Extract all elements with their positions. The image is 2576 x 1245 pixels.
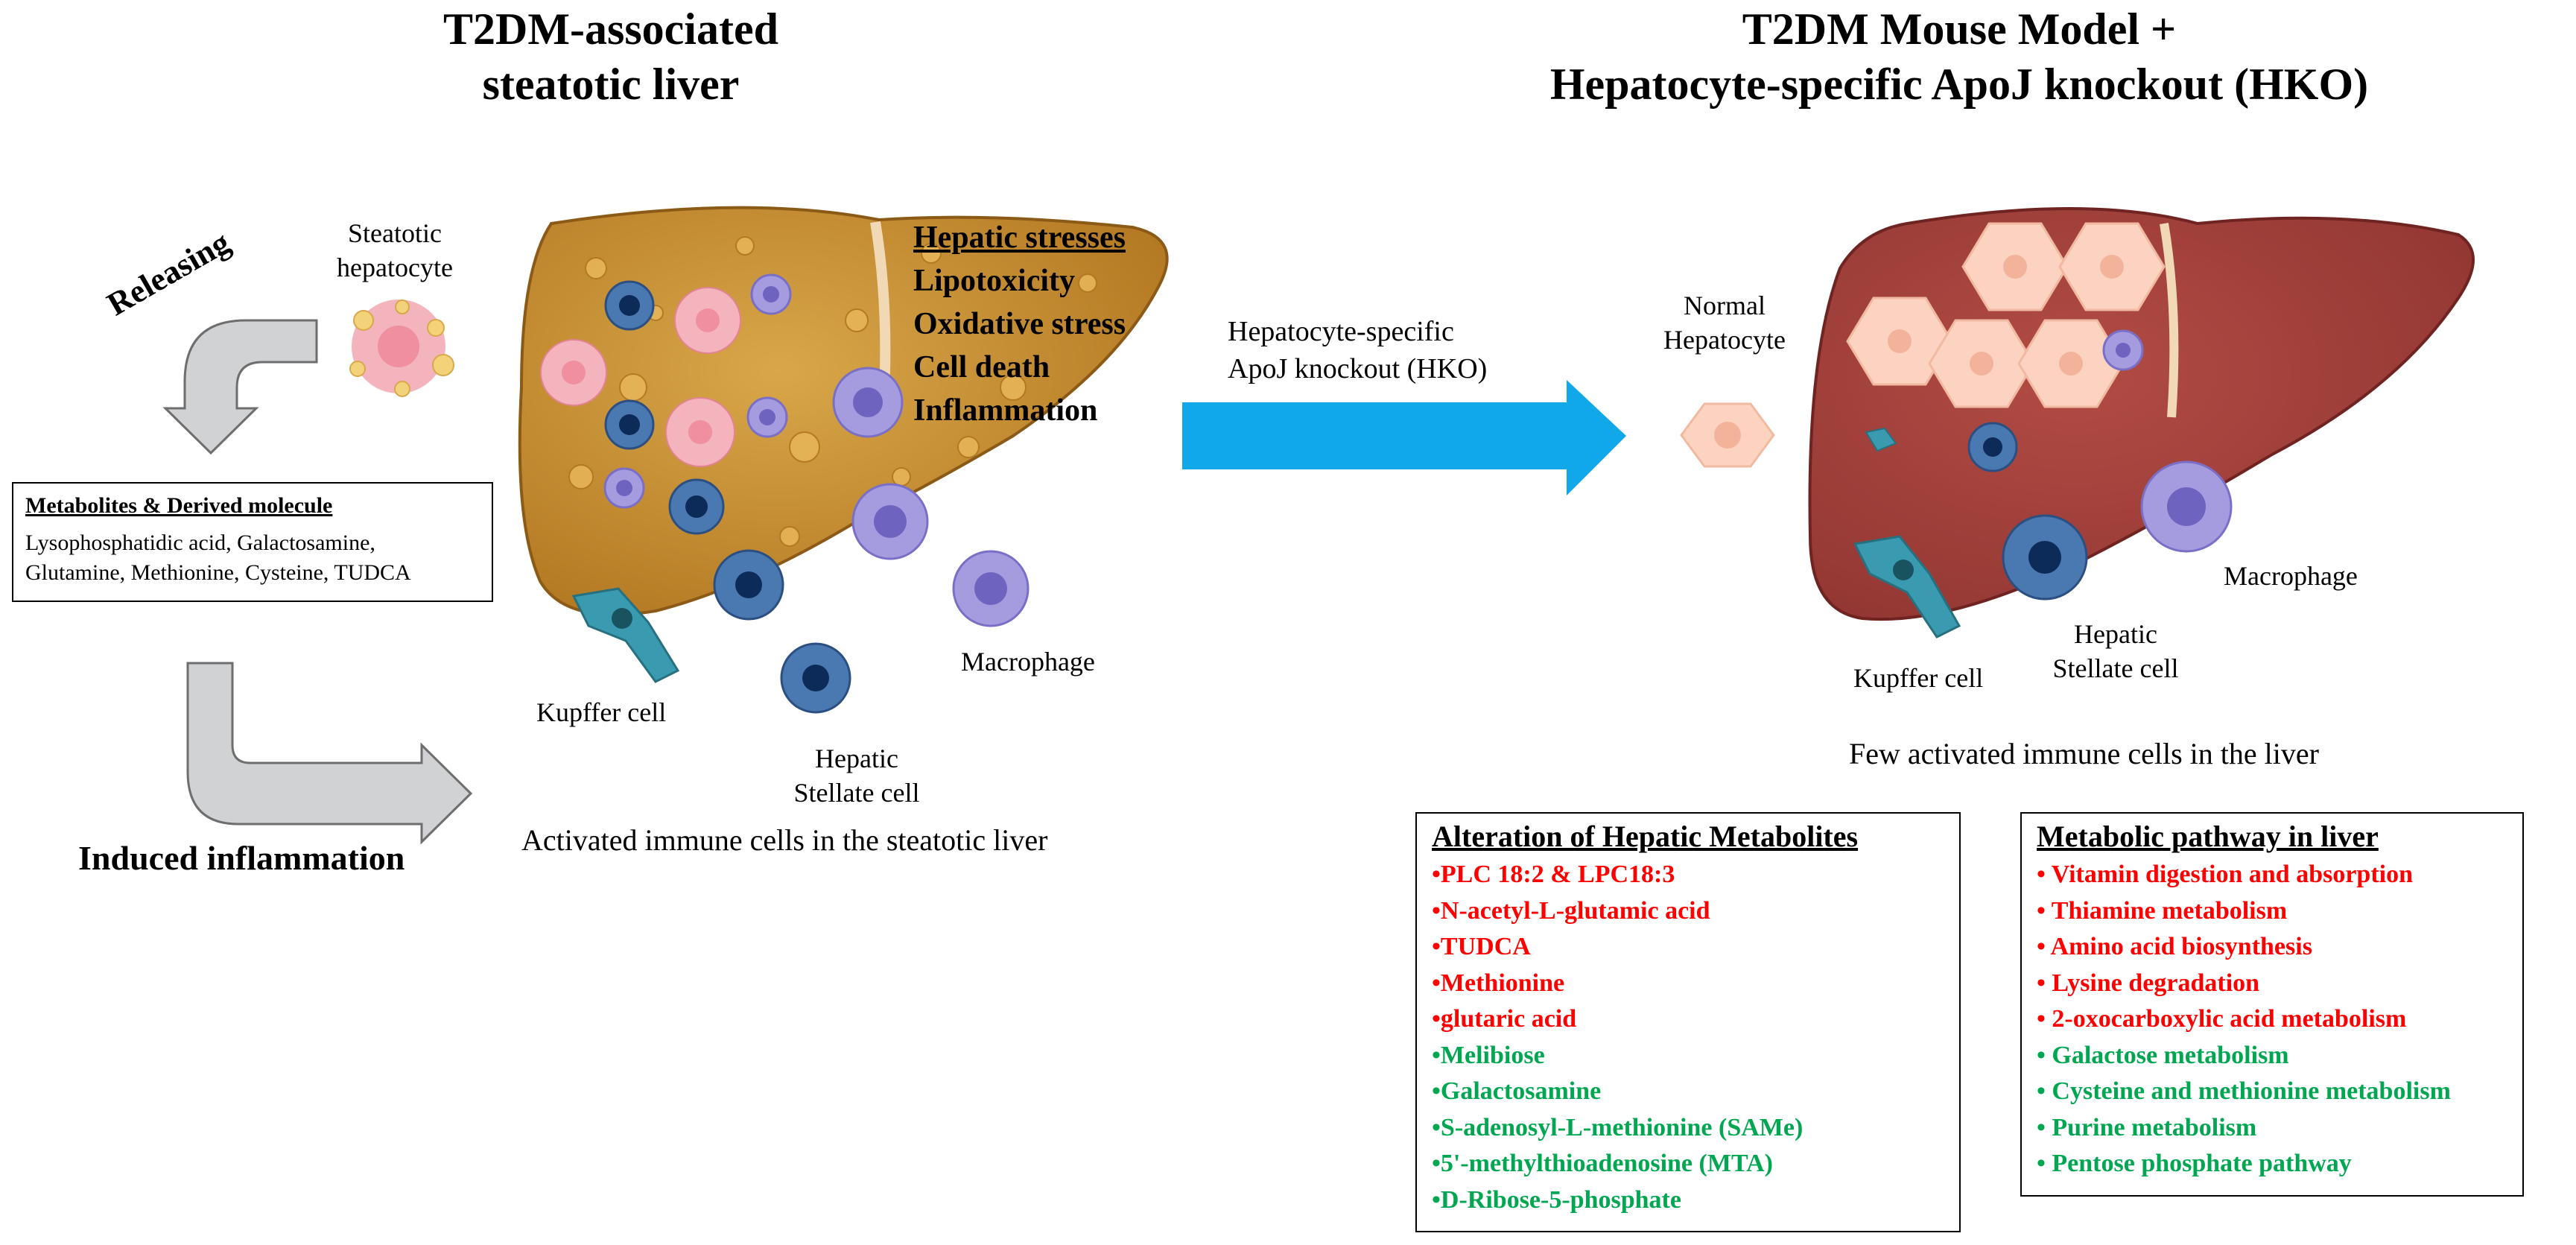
right-title-line: Hepatocyte-specific ApoJ knockout (HKO)	[1549, 60, 2369, 109]
left-title: T2DM-associated steatotic liver	[320, 1, 901, 112]
metabolite-item: •S-adenosyl-L-methionine (SAMe)	[1432, 1113, 1803, 1141]
induced-inflammation-arrow	[186, 662, 473, 845]
label-line: Steatotic	[348, 218, 442, 248]
metabolites-line: Glutamine, Methionine, Cysteine, TUDCA	[25, 560, 411, 585]
metabolites-heading: Metabolites & Derived molecule	[25, 493, 333, 518]
stress-item: Oxidative stress	[913, 307, 1126, 341]
alteration-list: •PLC 18:2 & LPC18:3 •N-acetyl-L-glutamic …	[1432, 857, 1944, 1218]
label-line: Hepatic	[815, 744, 898, 773]
stellate-cell-label-right: Hepatic Stellate cell	[2026, 617, 2205, 685]
alteration-box: Alteration of Hepatic Metabolites •PLC 1…	[1415, 812, 1961, 1232]
right-immune-cells	[1853, 422, 2233, 639]
alteration-heading: Alteration of Hepatic Metabolites	[1432, 820, 1859, 853]
metabolite-item: • Amino acid biosynthesis	[2037, 933, 2312, 960]
normal-hepatocyte-label: Normal Hepatocyte	[1620, 288, 1829, 357]
metabolites-box: Metabolites & Derived molecule Lysophosp…	[12, 482, 493, 602]
metabolite-item: •D-Ribose-5-phosphate	[1432, 1185, 1681, 1214]
left-caption: Activated immune cells in the steatotic …	[521, 823, 1048, 857]
induced-inflammation-label: Induced inflammation	[78, 839, 405, 877]
label-line: hepatocyte	[337, 253, 453, 282]
stress-item: Lipotoxicity	[913, 264, 1075, 298]
healthy-liver	[1808, 207, 2475, 621]
left-title-line: steatotic liver	[482, 60, 740, 109]
metabolite-item: • Galactose metabolism	[2037, 1041, 2289, 1069]
pathway-list: • Vitamin digestion and absorption • Thia…	[2037, 857, 2507, 1182]
metabolite-item: • Thiamine metabolism	[2037, 896, 2288, 925]
label-line: Hepatic	[2074, 619, 2157, 649]
pathway-box: Metabolic pathway in liver • Vitamin dig…	[2020, 812, 2524, 1197]
label-line: Hepatocyte	[1663, 325, 1786, 355]
metabolite-item: •N-acetyl-L-glutamic acid	[1432, 896, 1710, 925]
normal-hepatocyte-icon	[1680, 402, 1775, 468]
right-title: T2DM Mouse Model + Hepatocyte-specific A…	[1400, 1, 2518, 112]
metabolite-item: • Lysine degradation	[2037, 969, 2260, 997]
metabolite-item: • Cysteine and methionine metabolism	[2037, 1077, 2451, 1105]
metabolite-item: •Galactosamine	[1432, 1077, 1602, 1105]
right-title-line: T2DM Mouse Model +	[1742, 4, 2177, 54]
metabolite-item: •Methionine	[1432, 969, 1565, 997]
hepatic-stresses: Hepatic stresses Lipotoxicity Oxidative …	[913, 216, 1126, 432]
left-immune-cells	[571, 273, 1030, 714]
label-line: Hepatocyte-specific	[1228, 316, 1454, 347]
label-line: Stellate cell	[793, 778, 920, 808]
metabolite-item: •PLC 18:2 & LPC18:3	[1432, 861, 1675, 888]
steatotic-hepatocyte-label: Steatotic hepatocyte	[313, 216, 477, 285]
hepatic-stresses-heading: Hepatic stresses	[913, 221, 1126, 255]
metabolite-item: •glutaric acid	[1432, 1005, 1577, 1033]
pathway-heading: Metabolic pathway in liver	[2037, 820, 2379, 853]
stress-item: Cell death	[913, 350, 1050, 384]
metabolite-item: • 2-oxocarboxylic acid metabolism	[2037, 1005, 2407, 1033]
metabolite-item: •5'-methylthioadenosine (MTA)	[1432, 1150, 1773, 1177]
releasing-arrow	[162, 319, 318, 455]
metabolite-item: •Melibiose	[1432, 1041, 1545, 1069]
metabolite-item: • Vitamin digestion and absorption	[2037, 861, 2414, 888]
steatotic-hepatocyte-icon	[349, 300, 454, 397]
metabolite-item: •TUDCA	[1432, 933, 1531, 960]
hko-arrow	[1182, 380, 1626, 495]
metabolite-item: • Purine metabolism	[2037, 1113, 2257, 1141]
macrophage-label-left: Macrophage	[961, 647, 1095, 677]
kupffer-cell-label-left: Kupffer cell	[536, 697, 667, 727]
stellate-cell-label-left: Hepatic Stellate cell	[745, 741, 968, 810]
left-title-line: T2DM-associated	[443, 4, 778, 54]
stress-item: Inflammation	[913, 393, 1098, 428]
label-line: Normal	[1684, 291, 1766, 320]
metabolite-item: • Pentose phosphate pathway	[2037, 1150, 2352, 1177]
hko-arrow-label: Hepatocyte-specific ApoJ knockout (HKO)	[1228, 313, 1487, 387]
macrophage-label-right: Macrophage	[2224, 561, 2358, 591]
label-line: Stellate cell	[2052, 653, 2179, 683]
metabolites-line: Lysophosphatidic acid, Galactosamine,	[25, 530, 375, 555]
kupffer-cell-label-right: Kupffer cell	[1853, 663, 1984, 693]
label-line: ApoJ knockout (HKO)	[1228, 353, 1488, 384]
right-caption: Few activated immune cells in the liver	[1849, 737, 2319, 770]
